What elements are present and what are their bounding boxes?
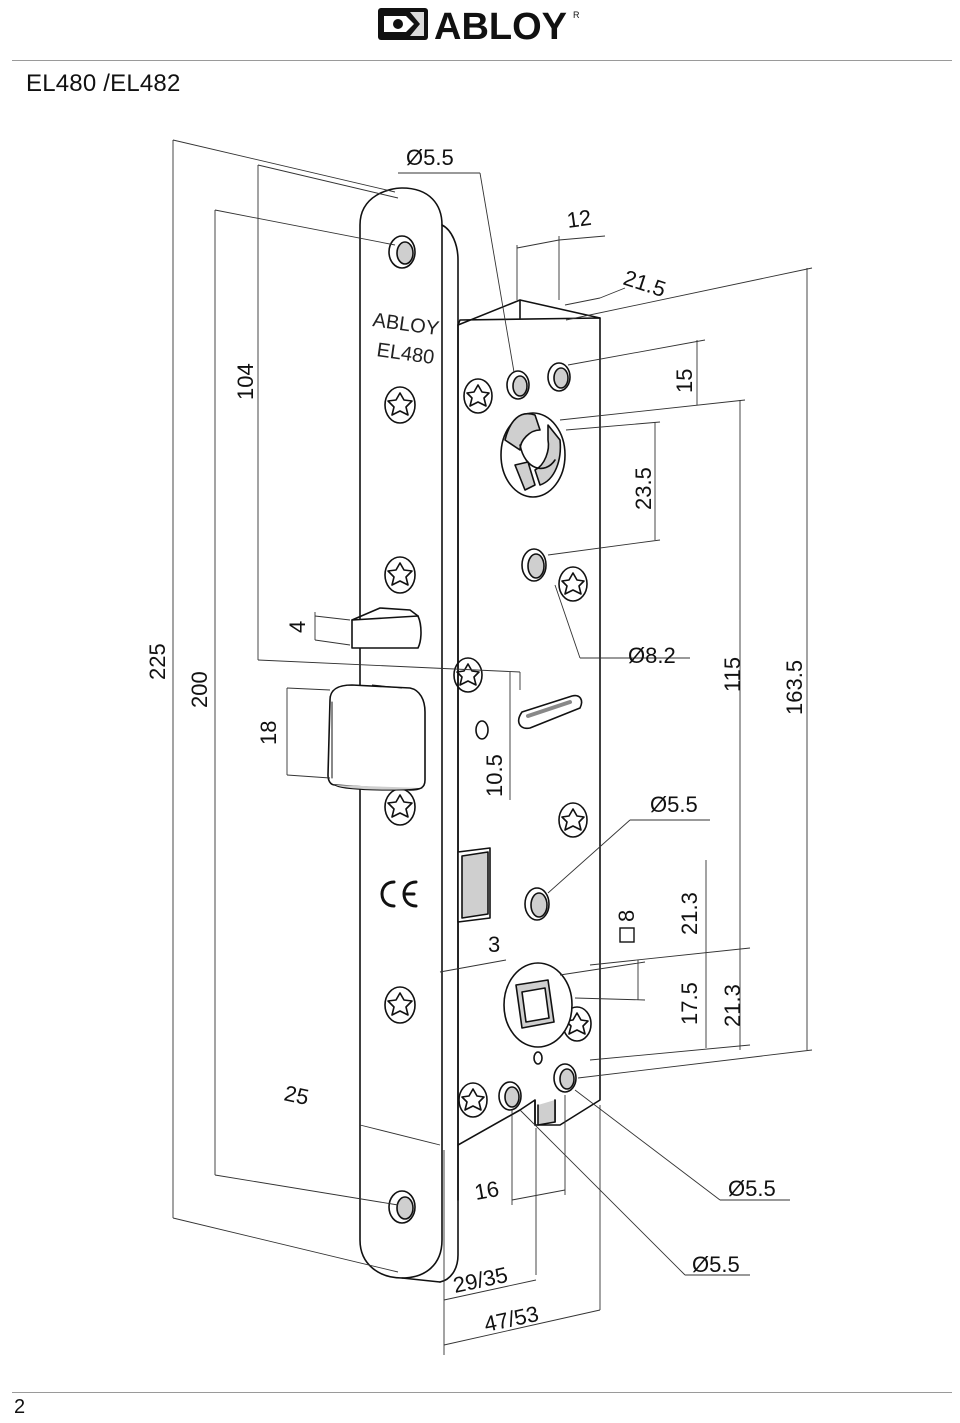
body-screw-2 xyxy=(558,566,588,602)
body-hole-bottom-left xyxy=(498,1081,522,1111)
page-title: EL480 /EL482 xyxy=(26,70,181,97)
body-screw-1 xyxy=(463,378,493,414)
cylinder-hole xyxy=(500,412,566,498)
auxiliary-latch xyxy=(351,607,422,649)
registered-mark: R xyxy=(573,10,580,20)
dim-hole-dia-bottom: Ø5.5 xyxy=(692,1252,740,1277)
dim-spacing-21-3-lower: 21.3 xyxy=(720,984,745,1027)
dim-depth-47-53: 47/53 xyxy=(482,1301,541,1337)
dim-width-25: 25 xyxy=(282,1080,311,1110)
abloy-logo: ABLOY R xyxy=(378,6,580,44)
ce-mark xyxy=(380,880,418,908)
dim-spacing-15: 15 xyxy=(672,369,697,393)
dim-latch-4: 4 xyxy=(285,621,310,633)
plate-screw-4 xyxy=(384,986,416,1024)
body-hole-mid xyxy=(521,548,547,582)
dim-hole-dia-bottom-right: Ø5.5 xyxy=(728,1176,776,1201)
footer-rule xyxy=(12,1392,952,1393)
plate-screw-1 xyxy=(384,386,416,424)
dim-height-225: 225 xyxy=(145,643,170,680)
body-screw-4 xyxy=(558,802,588,838)
body-screw-3 xyxy=(453,657,483,693)
dim-hole-dia-top: Ø5.5 xyxy=(406,145,454,170)
dim-spacing-17-5: 17.5 xyxy=(677,982,702,1025)
dim-height-104: 104 xyxy=(233,363,258,400)
dim-offset-10-5: 10.5 xyxy=(482,754,507,797)
page-number: 2 xyxy=(14,1396,26,1418)
body-hole-top-right xyxy=(547,362,571,392)
dim-square-8: 8 xyxy=(614,910,639,922)
bottom-notch xyxy=(537,1099,556,1126)
dim-height-115: 115 xyxy=(720,657,745,692)
plate-hole-bottom xyxy=(388,1190,416,1224)
body-hole-top-left xyxy=(506,370,530,400)
header-rule xyxy=(12,60,952,61)
rectangular-opening xyxy=(457,847,491,923)
plate-screw-2 xyxy=(384,556,416,594)
dim-offset-16: 16 xyxy=(473,1176,501,1205)
latch-bolt xyxy=(327,684,426,791)
dim-spacing-23-5: 23.5 xyxy=(631,467,656,510)
dim-backset-29-35: 29/35 xyxy=(451,1262,510,1298)
body-screw-6 xyxy=(458,1082,488,1118)
square-symbol xyxy=(619,927,635,943)
dim-height-200: 200 xyxy=(187,671,212,708)
plate-hole-top xyxy=(388,235,416,269)
small-hole-bottom xyxy=(533,1051,543,1065)
body-hole-bottom-right xyxy=(553,1063,577,1093)
dim-latch-18: 18 xyxy=(256,721,281,745)
dim-hole-dia-mid: Ø5.5 xyxy=(650,792,698,817)
spindle-hub xyxy=(503,962,573,1048)
slot xyxy=(518,694,583,730)
dim-offset-12: 12 xyxy=(565,205,593,233)
body-hole-lower xyxy=(524,887,550,921)
dim-offset-21-5: 21.5 xyxy=(620,265,668,302)
dim-hole-dia-8-2: Ø8.2 xyxy=(628,643,676,668)
small-hole-left xyxy=(475,720,489,740)
brand-name: ABLOY xyxy=(434,6,567,44)
dim-height-163-5: 163.5 xyxy=(782,660,807,715)
dim-offset-3: 3 xyxy=(488,932,500,957)
dim-spacing-21-3-upper: 21.3 xyxy=(677,892,702,935)
